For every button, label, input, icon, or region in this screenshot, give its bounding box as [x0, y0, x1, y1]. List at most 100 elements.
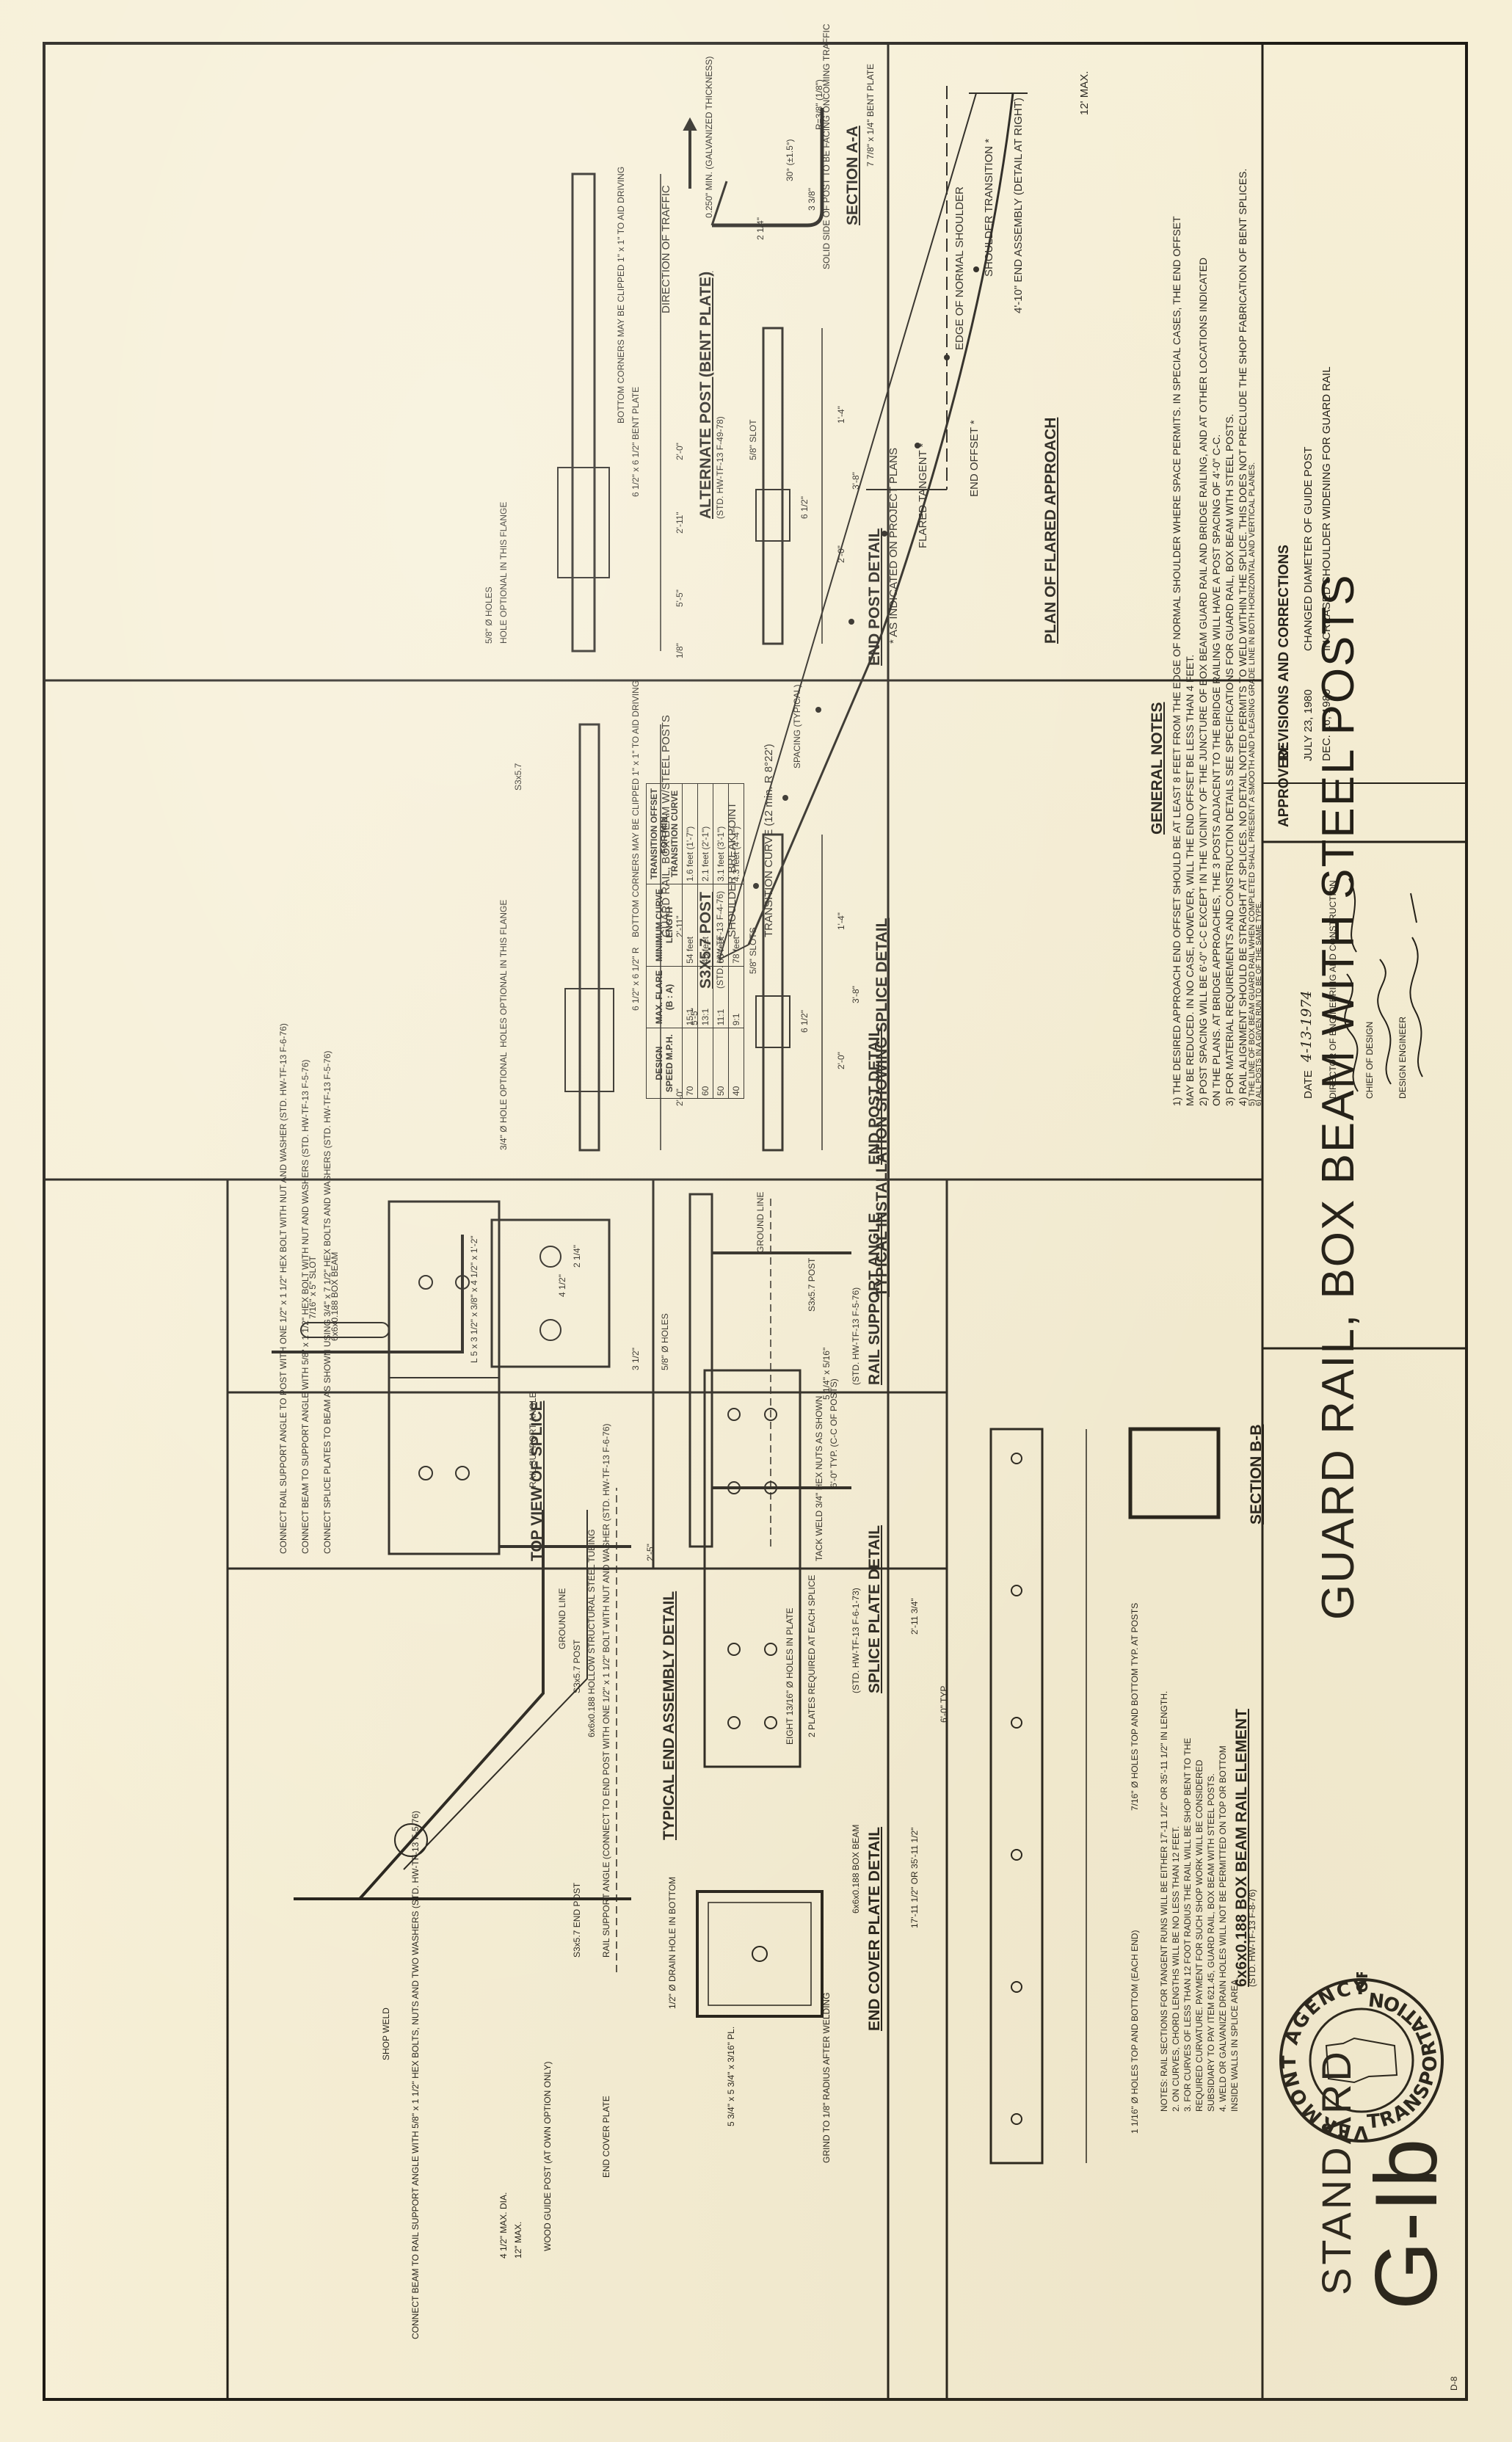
- rail-support-label: 4 1/2": [557, 1274, 567, 1297]
- general-note-1b: MAY BE REDUCED. IN NO CASE, HOWEVER, WIL…: [1184, 654, 1196, 1106]
- end-assembly-drawing: [294, 1488, 631, 1972]
- general-note-1: 1) THE DESIRED APPROACH END OFFSET SHOUL…: [1171, 216, 1182, 1106]
- rail-support-label: 2 1/4": [572, 1245, 582, 1268]
- end-post-2-label: 2'-0": [836, 1052, 846, 1069]
- end-assembly-label: END COVER PLATE: [601, 2096, 611, 2178]
- end-post-1-label: 1'-4": [836, 406, 846, 424]
- standard-number: G-Ib: [1357, 2138, 1455, 2310]
- typical-install-title: TYPICAL INSTALLATION SHOWING SPLICE DETA…: [873, 917, 890, 1297]
- alt-post-label: HOLE OPTIONAL IN THIS FLANGE: [498, 501, 509, 644]
- end-post-1-drawing: [755, 327, 823, 645]
- general-note-2: 2) POST SPACING WILL BE 6'-0" C-C EXCEPT…: [1197, 257, 1209, 1106]
- box-beam-note: 3. FOR CURVES OF LESS THAN 12 FOOT RADIU…: [1182, 1737, 1193, 2112]
- box-beam-label: 2'-11 3/4": [909, 1598, 920, 1635]
- alt-post-label: 5'-5": [675, 589, 685, 607]
- splice-plate-label: 2'-5": [645, 1544, 655, 1561]
- s3-post-std: (STD. HW-TF-13 F-4-76): [715, 890, 725, 989]
- plan-flared-tangent-label: FLARED TANGENT *: [917, 443, 929, 548]
- end-cover-title: END COVER PLATE DETAIL: [866, 1826, 883, 2031]
- plan-shoulder-transition-label: SHOULDER TRANSITION *: [983, 138, 995, 277]
- end-post-1-label: 5/8" SLOT: [748, 419, 758, 460]
- s3-post-label: 5'-5": [689, 1008, 699, 1025]
- section-aa-label-5: 2 1/4": [755, 217, 766, 240]
- end-assembly-label: SHOP WELD: [381, 2007, 391, 2060]
- top-view-splice-drawing: [388, 1200, 501, 1555]
- end-post-1-title: END POST DETAIL: [866, 528, 883, 666]
- general-notes-heading: GENERAL NOTES: [1149, 702, 1166, 835]
- s3-post-label: S3x5.7: [513, 763, 523, 791]
- s3-post-label: 6 1/2" x 6 1/2" R: [630, 947, 641, 1011]
- s3-post-label: HOLES OPTIONAL IN THIS FLANGE: [498, 899, 509, 1047]
- box-beam-note: NOTES: RAIL SECTIONS FOR TANGENT RUNS WI…: [1159, 1690, 1169, 2112]
- section-aa-label-6: 0.250" MIN. (GALVANIZED THICKNESS): [704, 56, 714, 218]
- flare-cell: 60: [697, 1028, 713, 1099]
- alt-post-label: BOTTOM CORNERS MAY BE CLIPPED 1" x 1" TO…: [616, 166, 626, 424]
- s3-post-label: 3/4" Ø HOLE OPTIONAL: [498, 1052, 509, 1150]
- plan-max-label: 12' MAX.: [1078, 70, 1091, 115]
- vermont-agency-seal: VERMONT AGENCY TRANSPORTATION OF: [1279, 1972, 1444, 2143]
- plan-title: PLAN OF FLARED APPROACH: [1042, 417, 1059, 644]
- end-post-1-label: 3'-8": [851, 472, 861, 490]
- box-beam-note: INSIDE WALLS IN SPLICE AREA.: [1229, 1977, 1240, 2112]
- section-aa-label-3: 30° (±1.5°): [785, 139, 795, 181]
- plan-located-label: * AS INDICATED ON PROJECT PLANS: [887, 447, 900, 644]
- box-beam-section-drawing: [1128, 1427, 1221, 1519]
- rail-support-label: 3 1/2": [630, 1348, 641, 1370]
- s3-post-title: S3X5.7 POST: [697, 892, 714, 989]
- box-beam-note: REQUIRED CURVATURE. PAYMENT FOR SUCH SHO…: [1194, 1759, 1204, 2112]
- alt-post-label: 2'-11": [675, 512, 685, 534]
- alt-post-label: 2'-0": [675, 443, 685, 460]
- end-assembly-label: RAIL SUPPORT ANGLE (CONNECT TO END POST …: [601, 1423, 611, 1958]
- box-beam-label: 6'-0" TYP.: [939, 1684, 949, 1723]
- alt-post-label: 5/8" Ø HOLES: [484, 586, 494, 644]
- end-post-1-label: 2'-0": [836, 545, 846, 563]
- page-code: D-8: [1449, 2376, 1459, 2391]
- typical-install-label: S3x5.7 POST: [807, 1257, 817, 1312]
- end-assembly-label: 12" MAX.: [513, 2221, 523, 2259]
- end-cover-drawing: [696, 1890, 824, 2018]
- plan-spacing-label: SPACING (TYPICAL): [792, 684, 802, 768]
- end-assembly-label: 6x6x0.188 HOLLOW STRUCTURAL STEEL TUBING: [586, 1529, 597, 1737]
- revisions-heading: REVISIONS AND CORRECTIONS: [1276, 545, 1292, 761]
- end-assembly-label: WOOD GUIDE POST (AT OWN OPTION ONLY): [542, 2061, 553, 2251]
- end-assembly-title: TYPICAL END ASSEMBLY DETAIL: [661, 1591, 677, 1840]
- drawing-title: GUARD RAIL, BOX BEAM WITH STEEL POSTS: [1313, 573, 1364, 1620]
- box-beam-std: (STD. HW-TF-13 F-8-76): [1247, 1889, 1257, 1987]
- splice-plate-label: EIGHT 13/16" Ø HOLES IN PLATE: [785, 1607, 795, 1745]
- alt-post-label: 1/8": [675, 643, 685, 658]
- end-cover-label: 6x6x0.188 BOX BEAM: [851, 1824, 861, 1914]
- box-beam-label: 17'-11 1/2" OR 35'-11 1/2": [909, 1827, 920, 1928]
- box-beam-label: 1 1/16" Ø HOLES TOP AND BOTTOM (EACH END…: [1130, 1930, 1140, 2134]
- end-post-2-label: 5/8" SLOTS: [748, 927, 758, 974]
- approved-label: APPROVED:: [1276, 744, 1292, 827]
- plan-flared-approach-drawing: [683, 86, 1028, 960]
- flare-cell: 50: [713, 1028, 729, 1099]
- approval-date-value: 4-13-1974: [1298, 990, 1315, 1062]
- box-beam-section-label: SECTION B-B: [1248, 1424, 1265, 1525]
- s3-post-drawing: [564, 723, 661, 1152]
- alt-post-std: (STD. HW-TF-13 F-49-78): [715, 416, 725, 519]
- box-beam-note: SUBSIDIARY TO PAY ITEM 621.45, GUARD RAI…: [1206, 1773, 1216, 2112]
- end-assembly-label: RAIL SUPPORT ANGLE: [528, 1392, 538, 1489]
- section-aa-label-7: SOLID SIDE OF POST TO BE FACING ONCOMING…: [821, 23, 832, 270]
- end-assembly-label: S3x5.7 END POST: [572, 1882, 582, 1958]
- end-cover-label: 1/2" Ø DRAIN HOLE IN BOTTOM: [667, 1876, 677, 2009]
- general-note-2b: ON THE PLANS. AT BRIDGE APPROACHES, THE …: [1210, 434, 1222, 1106]
- seal-agency-of: OF: [1353, 1972, 1371, 1993]
- box-beam-label: 7/16" Ø HOLES TOP AND BOTTOM TYP. AT POS…: [1130, 1602, 1140, 1811]
- flare-cell: 2.1 feet (2'-1"): [697, 783, 713, 884]
- typical-install-drawing: [688, 1193, 851, 1548]
- alt-post-label: 6 1/2" x 6 1/2" BENT PLATE: [630, 386, 641, 497]
- end-post-2-label: 3'-8": [851, 986, 861, 1003]
- end-assembly-label: 4 1/2" MAX. DIA.: [498, 2192, 509, 2259]
- plan-end-offset-label: END OFFSET *: [968, 420, 981, 497]
- end-post-2-label: 6 1/2": [799, 1010, 810, 1033]
- box-beam-note: 4. WELD OR GALVANIZE DRAIN HOLES WILL NO…: [1218, 1745, 1228, 2112]
- alt-post-title: ALTERNATE POST (BENT PLATE): [697, 271, 714, 519]
- standard-label: STANDARD: [1313, 2049, 1359, 2295]
- typical-install-label: GROUND LINE: [755, 1191, 766, 1253]
- general-note-3: 3) FOR MATERIAL REQUIREMENTS AND CONSTRU…: [1224, 413, 1235, 1106]
- end-cover-label: GRIND TO 1/8" RADIUS AFTER WELDING: [821, 1992, 832, 2163]
- section-aa-label-4: 3 3/8": [807, 188, 817, 211]
